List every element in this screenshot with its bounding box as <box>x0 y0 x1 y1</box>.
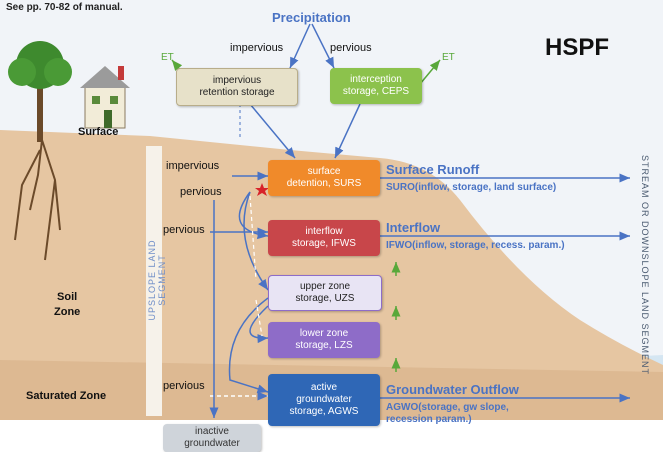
impervious-retention-storage: impervious retention storage <box>176 68 298 106</box>
house-icon <box>80 66 130 129</box>
surface-runoff-label: Surface Runoff <box>386 162 480 177</box>
upslope-land-segment-label: UPSLOPE LAND SEGMENT <box>147 239 167 321</box>
interflow-storage: interflow storage, IFWS <box>268 220 380 256</box>
stream-downslope-label: STREAM OR DOWNSLOPE LAND SEGMENT <box>640 154 650 376</box>
manual-note: See pp. 70-82 of manual. <box>6 2 123 13</box>
saturated-zone-label: Saturated Zone <box>26 390 107 402</box>
star-marker <box>255 183 269 196</box>
agwo-label: AGWO(storage, gw slope, recession param.… <box>386 402 509 425</box>
ifwo-label: IFWO(inflow, storage, recess. param.) <box>386 240 565 251</box>
precipitation-label: Precipitation <box>272 10 351 25</box>
upper-zone-storage: upper zone storage, UZS <box>268 275 382 311</box>
impervious-branch-label: impervious <box>230 42 284 54</box>
pervious-side-label-1: pervious <box>180 186 222 198</box>
et-label-left: ET <box>161 52 174 63</box>
upslope-panel <box>146 146 162 416</box>
inactive-groundwater-storage: inactive groundwater <box>163 424 261 452</box>
soil-zone-label: Soil Zone <box>54 291 81 318</box>
interflow-label: Interflow <box>386 220 441 235</box>
surface-zone-label: Surface <box>78 126 119 138</box>
suro-label: SURO(inflow, storage, land surface) <box>386 182 557 193</box>
tree-icon <box>8 41 72 261</box>
pervious-side-label-2: pervious <box>163 224 205 236</box>
pervious-branch-label: pervious <box>330 42 372 54</box>
interception-storage: interception storage, CEPS <box>330 68 422 104</box>
diagram-title: HSPF <box>545 34 610 61</box>
active-groundwater-storage: active groundwater storage, AGWS <box>268 374 380 426</box>
et-label-right: ET <box>442 52 455 63</box>
pervious-side-label-3: pervious <box>163 380 205 392</box>
lower-zone-storage: lower zone storage, LZS <box>268 322 380 358</box>
surface-detention-storage: surface detention, SURS <box>268 160 380 196</box>
impervious-side-label: impervious <box>166 160 220 172</box>
groundwater-outflow-label: Groundwater Outflow <box>386 382 519 397</box>
